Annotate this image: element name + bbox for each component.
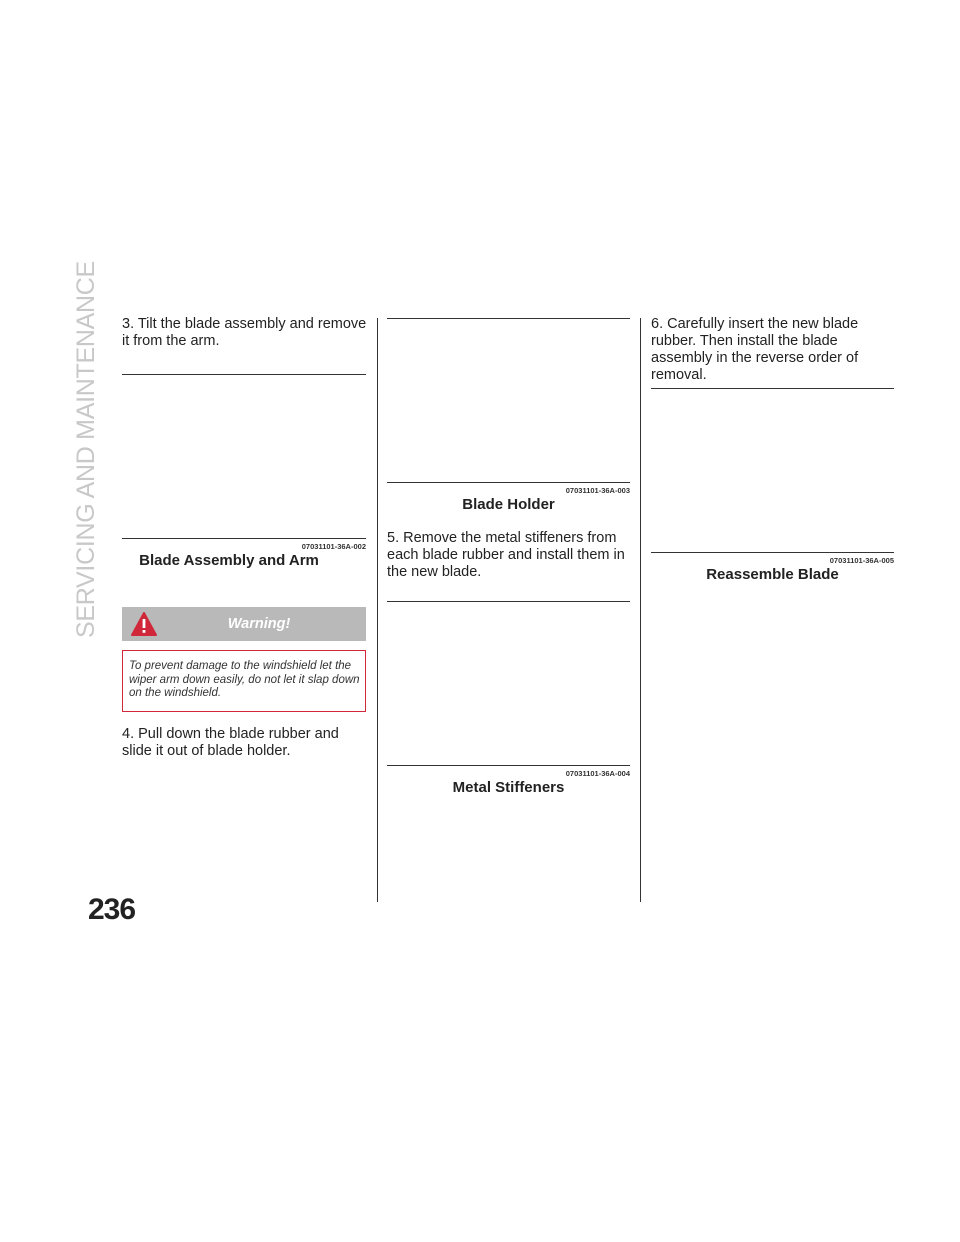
figure-4-caption: Reassemble Blade [706, 566, 839, 583]
figure-4-code: 07031101-36A-005 [829, 556, 894, 565]
warning-title: Warning! [227, 616, 291, 632]
warning-triangle-icon [131, 612, 157, 636]
figure-2-image [387, 320, 630, 480]
figure-3-image [387, 603, 630, 763]
figure-2-bottom-rule [387, 482, 630, 483]
figure-2-top-rule [387, 318, 630, 319]
section-title: SERVICING AND MAINTENANCE [72, 261, 100, 638]
column-divider-1 [377, 318, 378, 902]
figure-4-image [651, 390, 894, 550]
page-number: 236 [88, 893, 136, 926]
warning-text: To prevent damage to the windshield let … [129, 660, 360, 699]
figure-3-bottom-rule [387, 765, 630, 766]
warning-header: Warning! [122, 607, 366, 641]
figure-1-code: 07031101-36A-002 [301, 542, 366, 551]
figure-3-caption: Metal Stiffeners [452, 779, 565, 796]
figure-1-bottom-rule [122, 538, 366, 539]
warning-body: To prevent damage to the windshield let … [122, 650, 366, 712]
figure-1-top-rule [122, 374, 366, 375]
step-3-text: 3. Tilt the blade assembly and remove it… [122, 316, 367, 349]
figure-2-caption: Blade Holder [462, 496, 555, 513]
figure-3-top-rule [387, 601, 630, 602]
step-4-text: 4. Pull down the blade rubber and slide … [122, 726, 339, 759]
step-6-text: 6. Carefully insert the new blade rubber… [651, 316, 859, 383]
figure-1-image [122, 376, 366, 536]
figure-2-code: 07031101-36A-003 [565, 486, 630, 495]
column-divider-2 [640, 318, 641, 902]
figure-1-caption: Blade Assembly and Arm [139, 552, 319, 569]
figure-3-code: 07031101-36A-004 [565, 769, 630, 778]
figure-4-bottom-rule [651, 552, 894, 553]
step-5-text: 5. Remove the metal stiffeners from each… [387, 530, 625, 580]
figure-4-top-rule [651, 388, 894, 389]
